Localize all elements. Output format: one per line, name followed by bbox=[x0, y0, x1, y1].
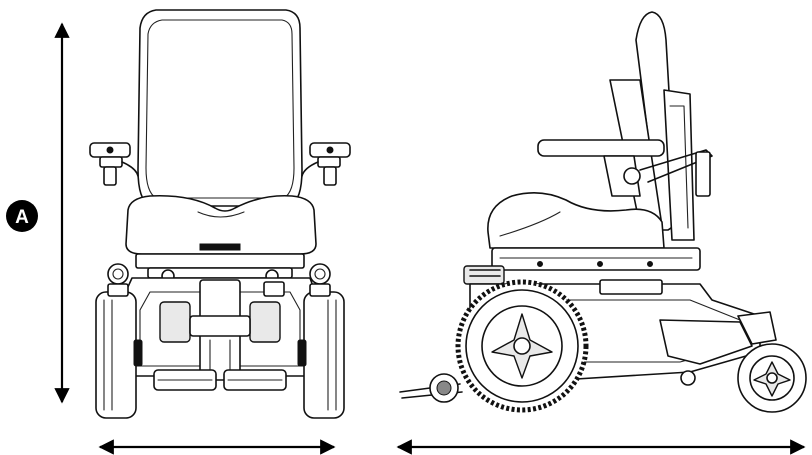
front-seat-cushion bbox=[125, 194, 317, 255]
front-footplates bbox=[153, 369, 287, 391]
dimension-badge: A bbox=[6, 200, 38, 232]
front-backrest bbox=[137, 9, 303, 207]
side-view bbox=[399, 11, 807, 413]
side-front-caster bbox=[737, 311, 807, 413]
front-caster-left bbox=[107, 263, 129, 297]
side-backrest bbox=[609, 11, 695, 241]
badge-label: A bbox=[15, 207, 29, 228]
front-wheel-right bbox=[297, 291, 345, 419]
side-seat-frame bbox=[463, 247, 701, 285]
front-wheel-left bbox=[95, 291, 143, 419]
front-armrest-left bbox=[89, 142, 139, 186]
side-seat-cushion bbox=[487, 192, 665, 249]
front-armrest-right bbox=[301, 142, 351, 186]
front-caster-right bbox=[309, 263, 331, 297]
side-drive-wheel bbox=[455, 279, 589, 413]
front-seat-frame bbox=[135, 243, 305, 283]
front-seat-column bbox=[189, 279, 251, 381]
front-view bbox=[89, 9, 351, 419]
side-armrest bbox=[537, 139, 713, 197]
badge-circle bbox=[6, 200, 38, 232]
side-rear-caster bbox=[399, 373, 463, 403]
